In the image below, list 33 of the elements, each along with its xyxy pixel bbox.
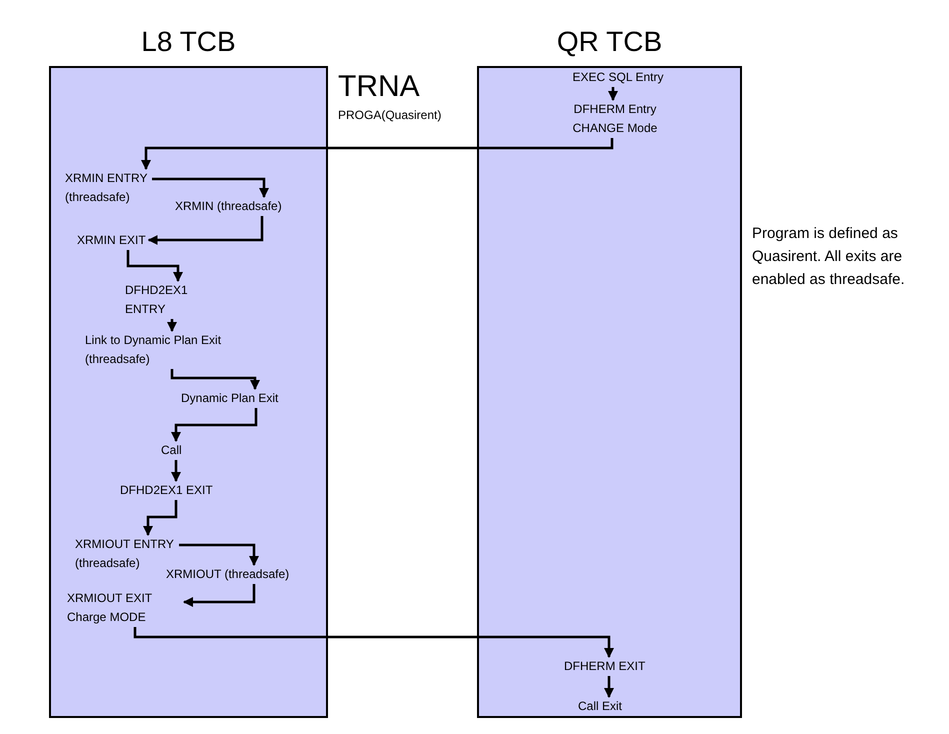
step-label: XRMIOUT EXIT Charge MODE bbox=[64, 589, 184, 627]
step-label: Call bbox=[158, 441, 185, 460]
note-text: Program is defined as Quasirent. All exits are enabled as threadsafe. bbox=[752, 224, 906, 290]
step-label: Call Exit bbox=[575, 697, 626, 716]
step-label: DFHD2EX1 ENTRY bbox=[122, 281, 202, 319]
transaction-name: TRNA bbox=[338, 70, 420, 104]
step-label: DFHERM EXIT bbox=[561, 657, 648, 676]
arrow bbox=[126, 250, 183, 282]
step-label: XRMIN (threadsafe) bbox=[172, 197, 285, 216]
arrow bbox=[152, 178, 269, 198]
arrow bbox=[171, 408, 258, 442]
program-name: PROGA(Quasirent) bbox=[338, 108, 442, 122]
arrow bbox=[134, 627, 614, 658]
arrow bbox=[148, 216, 264, 245]
arrow bbox=[604, 676, 614, 698]
step-label: Link to Dynamic Plan Exit (threadsafe) bbox=[82, 331, 266, 369]
arrow bbox=[171, 460, 181, 482]
step-label: XRMIN EXIT bbox=[74, 231, 149, 250]
step-label: DFHERM Entry CHANGE Mode bbox=[560, 100, 670, 138]
arrow bbox=[179, 544, 259, 566]
arrow bbox=[141, 138, 614, 170]
arrow bbox=[170, 369, 260, 390]
panel-heading: L8 TCB bbox=[140, 26, 237, 58]
step-label: Dynamic Plan Exit bbox=[178, 389, 282, 408]
arrow bbox=[143, 500, 178, 536]
step-label: EXEC SQL Entry bbox=[560, 68, 676, 87]
arrow bbox=[608, 87, 618, 101]
arrow bbox=[183, 584, 256, 607]
step-label: XRMIN ENTRY (threadsafe) bbox=[62, 169, 152, 207]
step-label: DFHD2EX1 EXIT bbox=[117, 481, 216, 500]
step-label: XRMIOUT (threadsafe) bbox=[163, 565, 292, 584]
panel-heading: QR TCB bbox=[556, 26, 664, 58]
arrow bbox=[167, 319, 177, 332]
